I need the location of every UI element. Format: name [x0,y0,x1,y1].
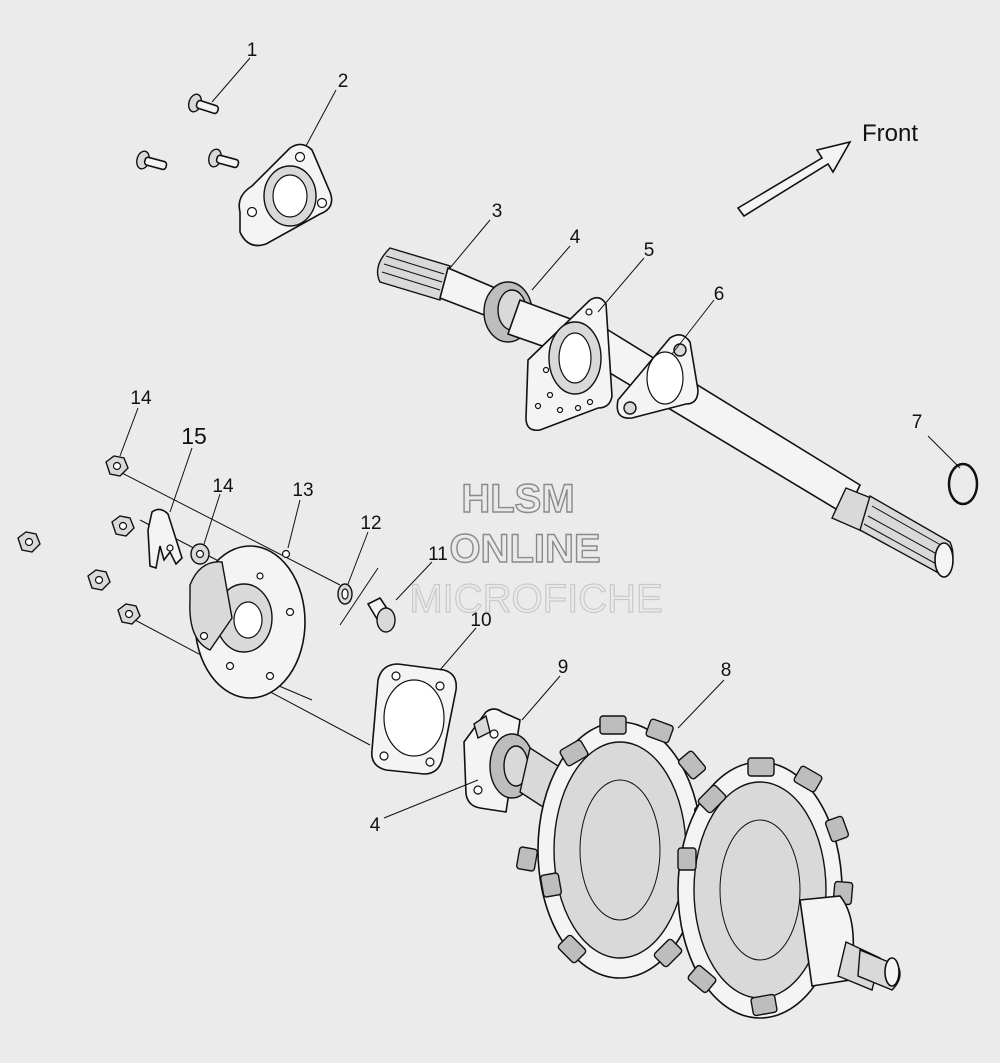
watermark-line-2: ONLINE [449,527,600,571]
callout-3[interactable]: 3 [492,201,503,222]
nut-part-14[interactable] [17,455,210,625]
gasket-part-6[interactable] [616,334,699,419]
callout-14-mid[interactable]: 14 [212,476,234,497]
callout-13[interactable]: 13 [292,480,313,501]
front-arrow [736,140,852,218]
callout-15[interactable]: 15 [181,423,207,449]
callout-5[interactable]: 5 [644,240,655,261]
rear-sprocket-teeth [677,757,854,1017]
rivet-part-1[interactable] [135,93,241,175]
callout-12[interactable]: 12 [360,513,381,534]
watermark-line-3: MICROFICHE [409,577,662,621]
bearing-housing-part-5[interactable] [525,296,613,432]
gasket-part-10[interactable] [370,663,458,775]
callout-10[interactable]: 10 [470,610,491,631]
callout-7[interactable]: 7 [912,412,923,433]
callout-8[interactable]: 8 [721,660,732,681]
callout-numbers: 1 2 3 4 5 6 7 8 9 10 11 12 13 14 14 15 4 [130,40,922,836]
o-ring-part-7[interactable] [947,462,979,506]
callout-4-upper[interactable]: 4 [570,227,581,248]
callout-1[interactable]: 1 [247,40,258,61]
watermark-line-1: HLSM [461,477,574,521]
clip-part-15[interactable] [147,508,183,570]
washer-part-12[interactable] [337,583,353,605]
front-direction-label: Front [862,120,918,147]
callout-2[interactable]: 2 [338,71,349,92]
drive-sprocket-part-8[interactable] [516,715,901,1019]
plug-part-11[interactable] [366,596,396,633]
flange-plate-part-2[interactable] [238,143,333,247]
callout-4-lower[interactable]: 4 [370,815,381,836]
callout-6[interactable]: 6 [714,284,725,305]
callout-11[interactable]: 11 [428,544,448,565]
callout-9[interactable]: 9 [558,657,569,678]
bearing-plate-part-13[interactable] [189,545,306,699]
callout-14-top[interactable]: 14 [130,388,152,409]
watermark: HLSM ONLINE MICROFICHE [409,476,664,621]
callout-leaders [119,57,961,819]
